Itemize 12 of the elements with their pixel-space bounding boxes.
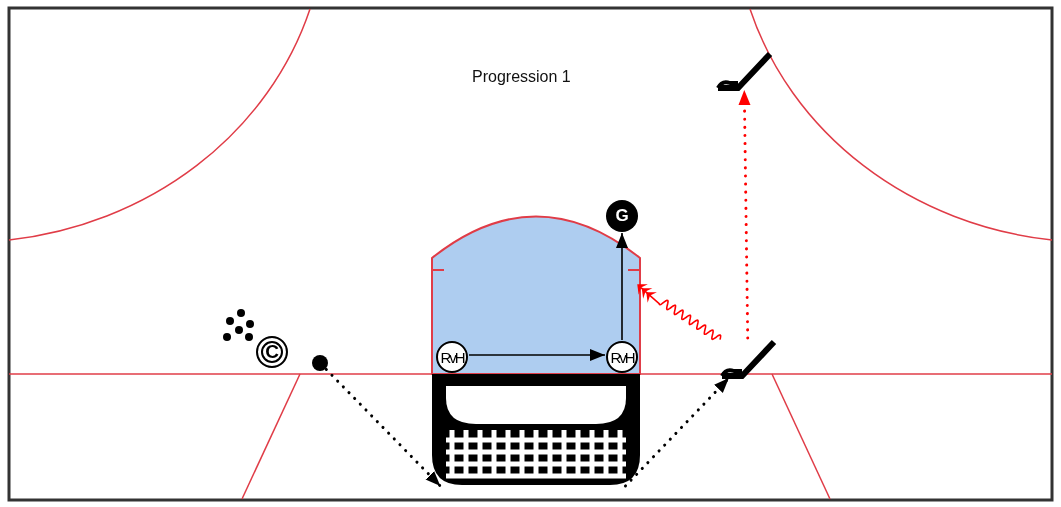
hockey-stick-icon [720,338,776,378]
puck [312,355,328,371]
pass-arrow [623,376,731,488]
goalie-marker: G [606,200,638,232]
skate-arrow [468,349,606,361]
pass-arrow [324,367,442,488]
pass-arrow [738,88,751,340]
hockey-stick-icon [716,50,772,90]
coach-marker: C [256,336,288,368]
skate-arrow [616,232,628,341]
hockey-net-drawing [432,374,640,486]
drill-title: Progression 1 [472,68,571,86]
